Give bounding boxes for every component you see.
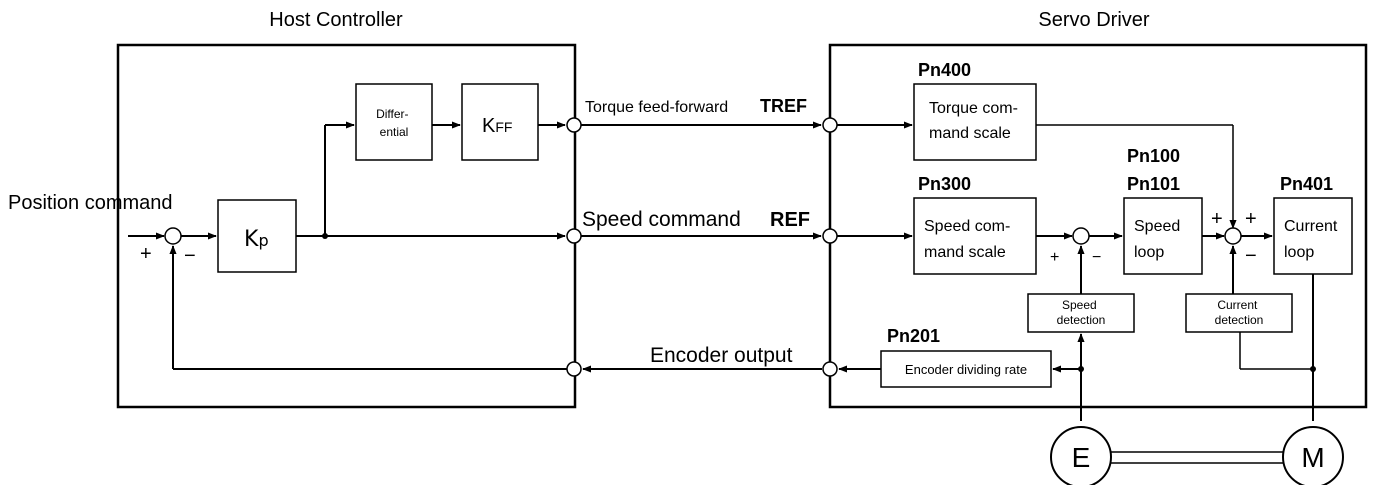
servo-terminal-encoder xyxy=(822,361,838,377)
current-detection-label: Current detection xyxy=(1215,298,1264,327)
speed-detection-label: Speed detection xyxy=(1057,298,1106,327)
torque-command-scale-block xyxy=(913,83,1037,161)
current-loop-label: Current loop xyxy=(1284,218,1342,261)
speed-command-scale-label: Speed com- mand scale xyxy=(924,218,1015,261)
speed-loop-block xyxy=(1123,197,1203,275)
host-minus-sign: − xyxy=(184,245,196,267)
encoder-output-label: Encoder output xyxy=(650,344,793,367)
kp-block xyxy=(217,199,297,273)
current-summing-junction xyxy=(1224,227,1242,245)
speed-command-scale-block xyxy=(913,197,1037,275)
motor-circle xyxy=(1282,426,1344,485)
speed-plus-sign: + xyxy=(1050,249,1059,266)
servo-terminal-torque xyxy=(822,117,838,133)
speed-summing-junction xyxy=(1072,227,1090,245)
ref-label: REF xyxy=(770,209,810,231)
pn100-label: Pn100 xyxy=(1127,146,1180,166)
pn201-label: Pn201 xyxy=(887,326,940,346)
differential-block xyxy=(355,83,433,161)
host-summing-junction xyxy=(164,227,182,245)
encoder-dividing-rate-label: Encoder dividing rate xyxy=(905,362,1027,377)
pn401-label: Pn401 xyxy=(1280,174,1333,194)
encoder-circle xyxy=(1050,426,1112,485)
kff-label: KFF xyxy=(482,115,512,137)
differential-label: Differ- ential xyxy=(376,107,412,139)
current-minus-sign: − xyxy=(1245,245,1257,267)
servo-driver-title: Servo Driver xyxy=(1038,9,1149,31)
motor-symbol: M xyxy=(1301,442,1324,473)
host-terminal-torque xyxy=(566,117,582,133)
pn101-label: Pn101 xyxy=(1127,174,1180,194)
speed-minus-sign: − xyxy=(1092,249,1101,266)
pn300-label: Pn300 xyxy=(918,174,971,194)
torque-command-scale-label: Torque com- mand scale xyxy=(929,100,1022,142)
speed-detection-block xyxy=(1027,293,1135,333)
current-detection-block xyxy=(1185,293,1293,333)
host-controller-title: Host Controller xyxy=(269,9,403,31)
kp-label: Kp xyxy=(244,227,269,252)
host-terminal-encoder xyxy=(566,361,582,377)
host-terminal-speed xyxy=(566,228,582,244)
kff-block xyxy=(461,83,539,161)
servo-terminal-speed xyxy=(822,228,838,244)
speed-command-label: Speed command xyxy=(582,208,741,231)
current-loop-block xyxy=(1273,197,1353,275)
position-command-label: Position command xyxy=(8,192,173,214)
host-plus-sign: + xyxy=(140,243,152,265)
current-plus-left: + xyxy=(1211,208,1223,230)
torque-ff-label: Torque feed-forward xyxy=(585,99,728,116)
encoder-feedback-dot xyxy=(1078,366,1084,372)
pn400-label: Pn400 xyxy=(918,60,971,80)
current-plus-right: + xyxy=(1245,208,1257,230)
speed-loop-label: Speed loop xyxy=(1134,218,1185,261)
encoder-symbol: E xyxy=(1072,442,1091,473)
tref-label: TREF xyxy=(760,96,807,116)
host-controller-frame xyxy=(116,43,577,409)
servo-driver-frame xyxy=(828,43,1368,409)
